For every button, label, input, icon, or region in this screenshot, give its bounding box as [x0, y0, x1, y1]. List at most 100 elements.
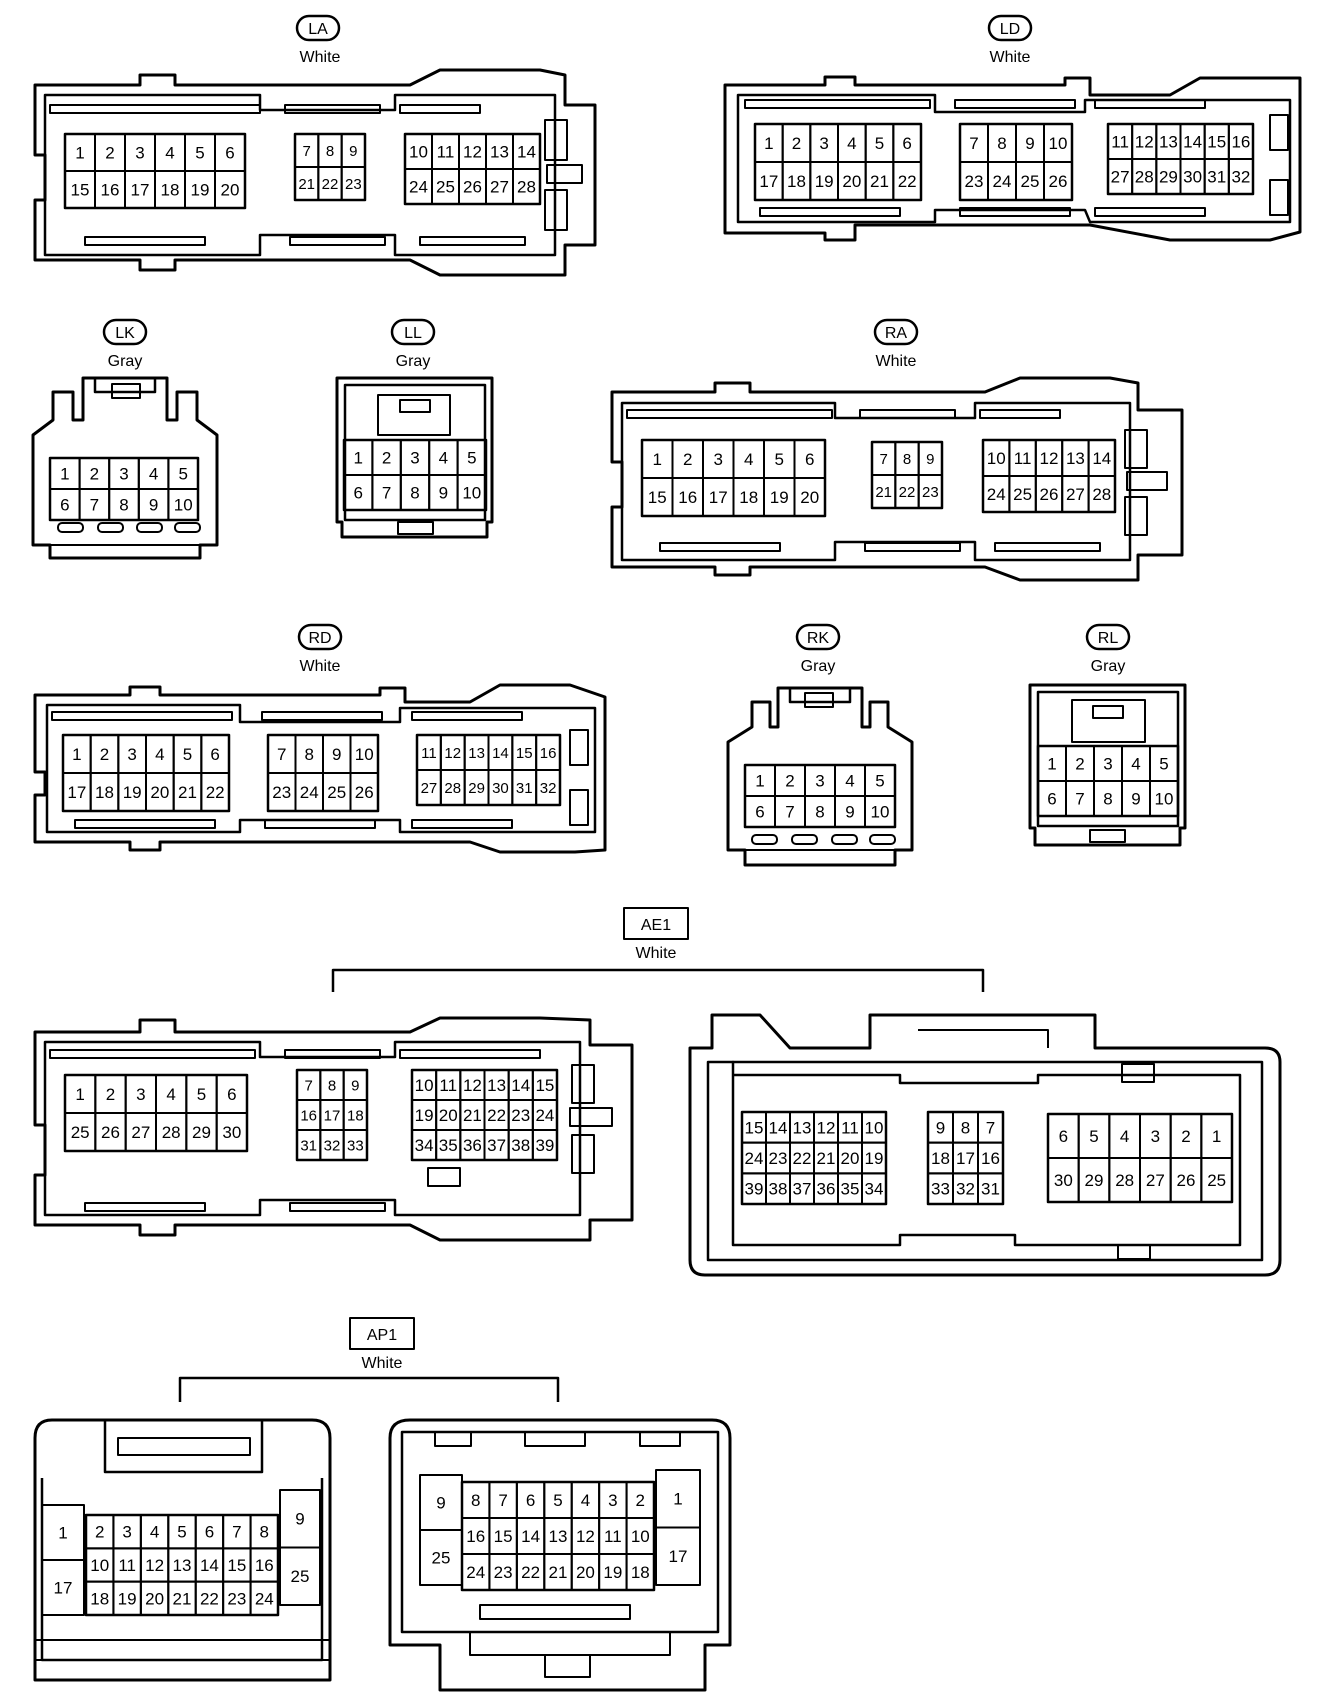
- pin-cell: 17: [62, 772, 92, 812]
- pin-number: 3: [819, 134, 828, 153]
- pin-number: 20: [145, 1589, 164, 1608]
- pin-cell: 4: [154, 133, 186, 172]
- pin-number: 9: [1131, 789, 1140, 808]
- pin-cell: 1: [744, 764, 776, 797]
- pin-number: 10: [631, 1527, 650, 1546]
- pin-cell: 37: [483, 1129, 510, 1161]
- pin-cell: 14: [487, 734, 514, 771]
- pin-number: 35: [841, 1180, 860, 1199]
- pin-cell: 29: [1155, 158, 1182, 195]
- pin-cell: 23: [917, 474, 944, 509]
- pin-cell: 6: [49, 488, 81, 521]
- pin-cell: 37: [789, 1172, 815, 1206]
- pin-cell: 27: [416, 769, 442, 806]
- pin-number: 16: [540, 745, 557, 762]
- pin-cell: 26: [94, 1112, 127, 1152]
- pin-cell: 1: [64, 133, 96, 172]
- tag-label: RD: [308, 630, 331, 647]
- pin-number: 3: [815, 771, 824, 790]
- pin-cell: 15: [64, 170, 96, 209]
- pin-number: 23: [922, 484, 939, 501]
- pin-cell: 25: [1015, 161, 1045, 201]
- pin-cell: 25: [322, 772, 352, 812]
- pin-cell: 19: [861, 1141, 887, 1175]
- pin-cell: 1: [1200, 1113, 1234, 1159]
- pin-cell: 12: [458, 133, 487, 170]
- pin-number: 9: [349, 143, 357, 160]
- pin-cell: 6: [343, 474, 374, 511]
- pin-number: 14: [511, 1076, 530, 1095]
- pin-cell: 1: [41, 1504, 85, 1561]
- pin-cell: 8: [108, 488, 140, 521]
- pin-cell: 10: [167, 488, 199, 521]
- color-label: Gray: [108, 353, 143, 370]
- pin-number: 26: [101, 1123, 120, 1142]
- pin-cell: 13: [1061, 439, 1090, 477]
- pin-number: 23: [345, 176, 362, 193]
- pin-cell: 9: [927, 1111, 954, 1144]
- pin-number: 5: [1089, 1127, 1098, 1146]
- pin-cell: 7: [774, 795, 806, 828]
- pin-number: 14: [769, 1118, 788, 1137]
- pin-number: 22: [322, 176, 339, 193]
- pin-cell: 23: [340, 166, 366, 201]
- connector-tag-ra: RA White: [873, 318, 919, 370]
- pin-cell: 13: [1155, 123, 1182, 160]
- connector-tag-lk: LK Gray: [102, 318, 148, 370]
- pin-cell: 20: [139, 1580, 170, 1616]
- pin-cell: 13: [789, 1111, 815, 1144]
- pin-cell: 12: [459, 1069, 486, 1101]
- pin-number: 2: [100, 745, 109, 764]
- pin-number: 28: [444, 780, 461, 797]
- pin-cell: 17: [702, 477, 735, 517]
- pin-cell: 7: [296, 1069, 322, 1101]
- pin-number: 4: [439, 448, 448, 467]
- connector-tag-ll: LL Gray: [390, 318, 436, 370]
- pin-number: 17: [709, 488, 728, 507]
- pin-cell: 11: [112, 1547, 142, 1583]
- pin-cell: 5: [864, 764, 896, 797]
- pin-number: 9: [351, 1077, 359, 1094]
- pin-cell: 17: [41, 1559, 85, 1616]
- pin-number: 13: [793, 1118, 812, 1137]
- pin-cell: 2: [625, 1481, 655, 1519]
- pin-number: 8: [997, 134, 1006, 153]
- pin-number: 2: [683, 450, 692, 469]
- pin-number: 22: [898, 172, 917, 191]
- pin-cell: 21: [864, 161, 895, 201]
- pin-cell: 3: [124, 1074, 157, 1114]
- pin-cell: 6: [214, 133, 246, 172]
- pin-number: 5: [177, 1523, 186, 1542]
- pin-number: 33: [347, 1137, 364, 1154]
- pin-cell: 15: [641, 477, 674, 517]
- pin-number: 9: [926, 451, 934, 468]
- pin-cell: 28: [1087, 475, 1116, 513]
- connector-housing: [723, 75, 1302, 242]
- pin-number: 7: [232, 1523, 241, 1542]
- pin-cell: 10: [85, 1547, 115, 1583]
- pin-cell: 4: [137, 457, 170, 490]
- connector-housing: [610, 376, 1184, 582]
- pin-number: 15: [648, 488, 667, 507]
- pin-number: 5: [183, 745, 192, 764]
- pin-number: 15: [516, 745, 533, 762]
- pin-cell: 32: [535, 769, 562, 806]
- pin-cell: 38: [765, 1172, 791, 1206]
- pin-cell: 26: [458, 168, 487, 205]
- pin-number: 10: [1049, 134, 1068, 153]
- pin-number: 21: [173, 1589, 192, 1608]
- pin-cell: 3: [112, 1514, 142, 1550]
- pin-number: 39: [745, 1180, 764, 1199]
- pin-number: 35: [439, 1136, 458, 1155]
- pin-cell: 2: [89, 734, 120, 774]
- pin-number: 27: [421, 780, 438, 797]
- pin-cell: 19: [117, 772, 148, 812]
- pin-cell: 1: [754, 123, 784, 163]
